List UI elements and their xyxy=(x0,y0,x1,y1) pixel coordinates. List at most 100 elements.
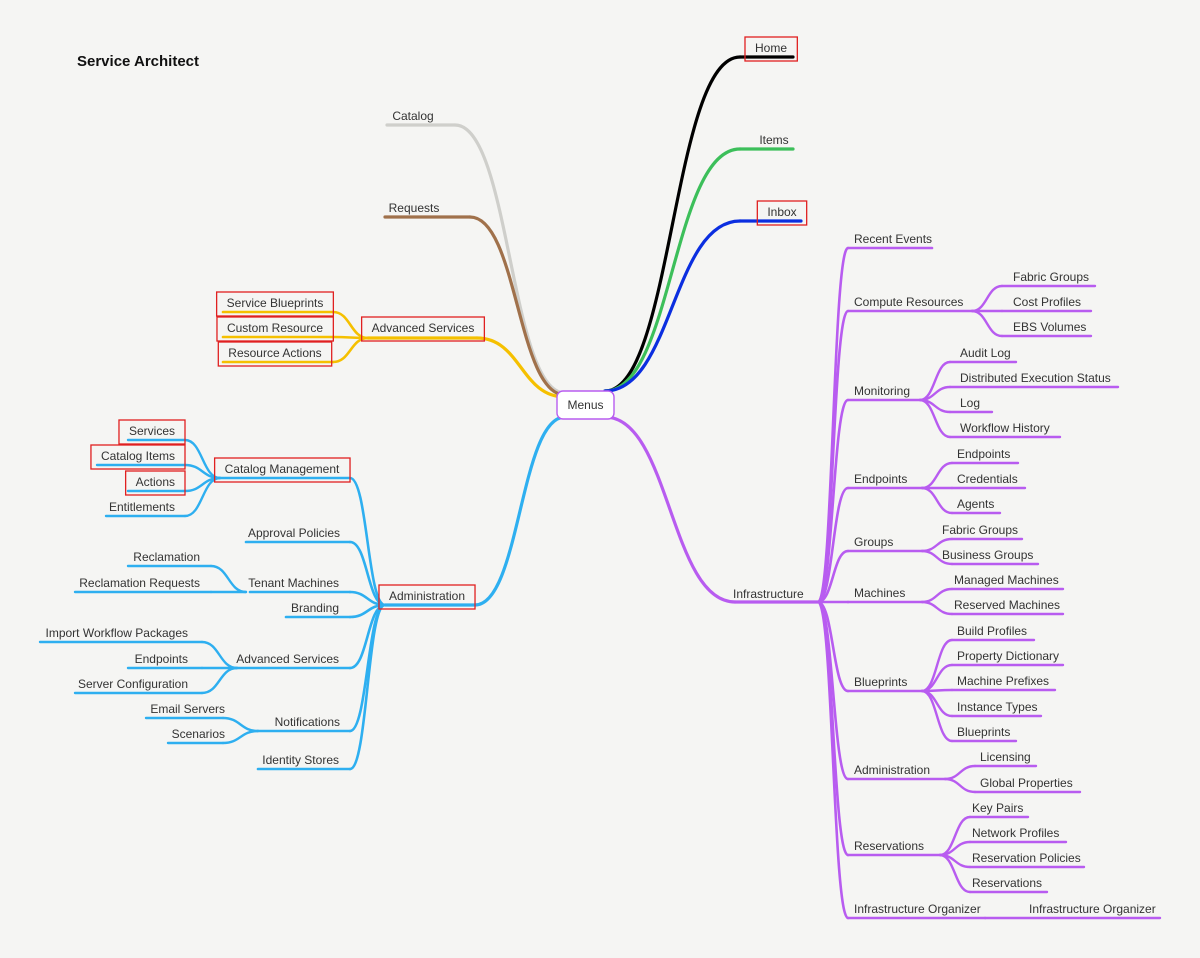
node-infra-compute-resources[interactable]: Compute Resources xyxy=(854,295,963,309)
node-business-groups[interactable]: Business Groups xyxy=(942,548,1033,562)
node-instance-types[interactable]: Instance Types xyxy=(957,700,1038,714)
node-infra-reservations[interactable]: Reservations xyxy=(854,839,924,853)
node-infra-administration[interactable]: Administration xyxy=(854,763,930,777)
node-reclamation[interactable]: Reclamation xyxy=(133,550,200,564)
node-import-workflow-packages[interactable]: Import Workflow Packages xyxy=(46,626,189,640)
node-resource-actions[interactable]: Resource Actions xyxy=(228,346,321,360)
node-machine-prefixes[interactable]: Machine Prefixes xyxy=(957,674,1049,688)
node-infra-groups[interactable]: Groups xyxy=(854,535,893,549)
node-network-profiles[interactable]: Network Profiles xyxy=(972,826,1059,840)
node-admin-approval-policies[interactable]: Approval Policies xyxy=(248,526,340,540)
node-home[interactable]: Home xyxy=(755,41,787,55)
node-ebs-volumes[interactable]: EBS Volumes xyxy=(1013,320,1086,334)
node-global-properties[interactable]: Global Properties xyxy=(980,776,1073,790)
branch-requests xyxy=(468,215,567,397)
edge-reservations xyxy=(938,853,972,894)
node-key-pairs[interactable]: Key Pairs xyxy=(972,801,1023,815)
node-email-servers[interactable]: Email Servers xyxy=(150,702,225,716)
edge-fabric-groups xyxy=(970,284,1004,313)
node-credentials[interactable]: Credentials xyxy=(957,472,1018,486)
node-admin-identity-stores[interactable]: Identity Stores xyxy=(262,753,339,767)
node-fabric-groups[interactable]: Fabric Groups xyxy=(1013,270,1089,284)
edge-infra-compute-resources xyxy=(816,309,850,604)
edge-ebs-volumes xyxy=(970,309,1004,338)
highlight-box xyxy=(124,470,186,496)
branch-advanced-services xyxy=(475,336,567,399)
edge-admin-advanced-services xyxy=(348,603,387,670)
branch-catalog xyxy=(453,123,567,395)
node-admin-catalog-management[interactable]: Catalog Management xyxy=(225,462,340,476)
node-infra-machines[interactable]: Machines xyxy=(854,586,905,600)
edge-endpoints xyxy=(920,461,954,490)
node-server-configuration[interactable]: Server Configuration xyxy=(78,677,188,691)
node-infrastructure-organizer[interactable]: Infrastructure Organizer xyxy=(1029,902,1156,916)
node-admin-branding[interactable]: Branding xyxy=(291,601,339,615)
node-items[interactable]: Items xyxy=(759,133,788,147)
node-custom-resource[interactable]: Custom Resource xyxy=(227,321,323,335)
edge-infra-endpoints xyxy=(816,486,850,604)
node-administration[interactable]: Administration xyxy=(389,589,465,603)
node-admin-advanced-services[interactable]: Advanced Services xyxy=(236,652,339,666)
highlight-box xyxy=(213,457,351,483)
node-infra-recent-events[interactable]: Recent Events xyxy=(854,232,932,246)
node-infra-infrastructure-organizer[interactable]: Infrastructure Organizer xyxy=(854,902,981,916)
node-reserved-machines[interactable]: Reserved Machines xyxy=(954,598,1060,612)
node-audit-log[interactable]: Audit Log xyxy=(960,346,1011,360)
root-label: Menus xyxy=(567,398,603,412)
edge-service-blueprints xyxy=(331,310,370,340)
edge-workflow-history xyxy=(918,398,952,439)
highlight-box xyxy=(360,316,486,342)
node-actions[interactable]: Actions xyxy=(136,475,175,489)
node-infra-blueprints[interactable]: Blueprints xyxy=(854,675,907,689)
node-services[interactable]: Services xyxy=(129,424,175,438)
node-reclamation-requests[interactable]: Reclamation Requests xyxy=(79,576,200,590)
node-infrastructure[interactable]: Infrastructure xyxy=(733,587,804,601)
node-reservations[interactable]: Reservations xyxy=(972,876,1042,890)
node-agents[interactable]: Agents xyxy=(957,497,994,511)
edge-email-servers xyxy=(221,716,260,733)
node-workflow-history[interactable]: Workflow History xyxy=(960,421,1050,435)
edge-reclamation xyxy=(209,564,248,594)
edges-layer xyxy=(38,55,1162,920)
node-licensing[interactable]: Licensing xyxy=(980,750,1031,764)
highlight-box xyxy=(217,341,333,367)
highlight-box xyxy=(118,419,186,445)
branch-infrastructure xyxy=(603,415,737,604)
edge-scenarios xyxy=(221,729,260,745)
node-scenarios[interactable]: Scenarios xyxy=(172,727,225,741)
node-endpoints[interactable]: Endpoints xyxy=(135,652,188,666)
node-catalog-items[interactable]: Catalog Items xyxy=(101,449,175,463)
diagram-title: Service Architect xyxy=(77,53,199,70)
root-node[interactable]: Menus xyxy=(556,390,615,420)
highlight-box xyxy=(215,291,335,317)
node-cost-profiles[interactable]: Cost Profiles xyxy=(1013,295,1081,309)
node-blueprints[interactable]: Blueprints xyxy=(957,725,1010,739)
edge-global-properties xyxy=(943,777,977,794)
node-property-dictionary[interactable]: Property Dictionary xyxy=(957,649,1059,663)
node-admin-notifications[interactable]: Notifications xyxy=(275,715,340,729)
node-inbox[interactable]: Inbox xyxy=(767,205,796,219)
node-advanced-services[interactable]: Advanced Services xyxy=(372,321,475,335)
edge-blueprints xyxy=(920,689,954,743)
edge-infra-groups xyxy=(816,549,850,604)
node-entitlements[interactable]: Entitlements xyxy=(109,500,175,514)
edge-reserved-machines xyxy=(920,600,954,616)
edge-entitlements xyxy=(183,476,222,518)
node-catalog[interactable]: Catalog xyxy=(392,109,433,123)
node-distributed-execution-status[interactable]: Distributed Execution Status xyxy=(960,371,1111,385)
node-endpoints[interactable]: Endpoints xyxy=(957,447,1010,461)
node-requests[interactable]: Requests xyxy=(389,201,440,215)
node-infra-endpoints[interactable]: Endpoints xyxy=(854,472,907,486)
node-build-profiles[interactable]: Build Profiles xyxy=(957,624,1027,638)
edge-infra-infrastructure-organizer xyxy=(816,600,850,920)
node-service-blueprints[interactable]: Service Blueprints xyxy=(227,296,324,310)
node-infra-monitoring[interactable]: Monitoring xyxy=(854,384,910,398)
edge-admin-identity-stores xyxy=(348,603,387,771)
node-managed-machines[interactable]: Managed Machines xyxy=(954,573,1059,587)
node-admin-tenant-machines[interactable]: Tenant Machines xyxy=(248,576,339,590)
node-log[interactable]: Log xyxy=(960,396,980,410)
node-fabric-groups[interactable]: Fabric Groups xyxy=(942,523,1018,537)
node-reservation-policies[interactable]: Reservation Policies xyxy=(972,851,1081,865)
